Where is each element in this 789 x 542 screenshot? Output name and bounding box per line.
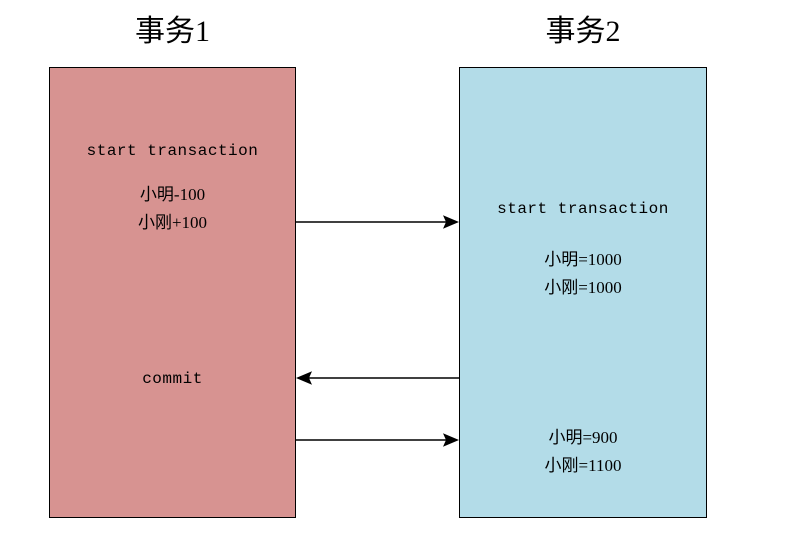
- column-title-transaction-2: 事务2: [545, 15, 621, 48]
- tx1-xiaoming-debit-label: 小明-100: [139, 185, 206, 204]
- tx1-xiaogang-credit-label: 小刚+100: [137, 213, 208, 232]
- arrow-tx1-to-tx2-second: [296, 430, 459, 450]
- arrow-tx1-to-tx2-first: [296, 212, 459, 232]
- arrow-tx2-to-tx1: [296, 368, 459, 388]
- tx2-xiaogang-balance-initial-label: 小刚=1000: [544, 278, 622, 297]
- tx1-start-transaction-label: start transaction: [86, 142, 259, 160]
- tx2-xiaogang-balance-final-label: 小刚=1100: [544, 456, 622, 475]
- transaction-1-box: start transaction 小明-100 小刚+100 commit: [49, 67, 296, 518]
- tx1-commit-label: commit: [142, 370, 203, 388]
- tx2-xiaoming-balance-final-label: 小明=900: [548, 428, 618, 447]
- transaction-2-box: start transaction 小明=1000 小刚=1000 小明=900…: [459, 67, 707, 518]
- tx2-xiaoming-balance-initial-label: 小明=1000: [544, 250, 622, 269]
- tx2-start-transaction-label: start transaction: [497, 200, 669, 218]
- column-title-transaction-1: 事务1: [135, 15, 210, 48]
